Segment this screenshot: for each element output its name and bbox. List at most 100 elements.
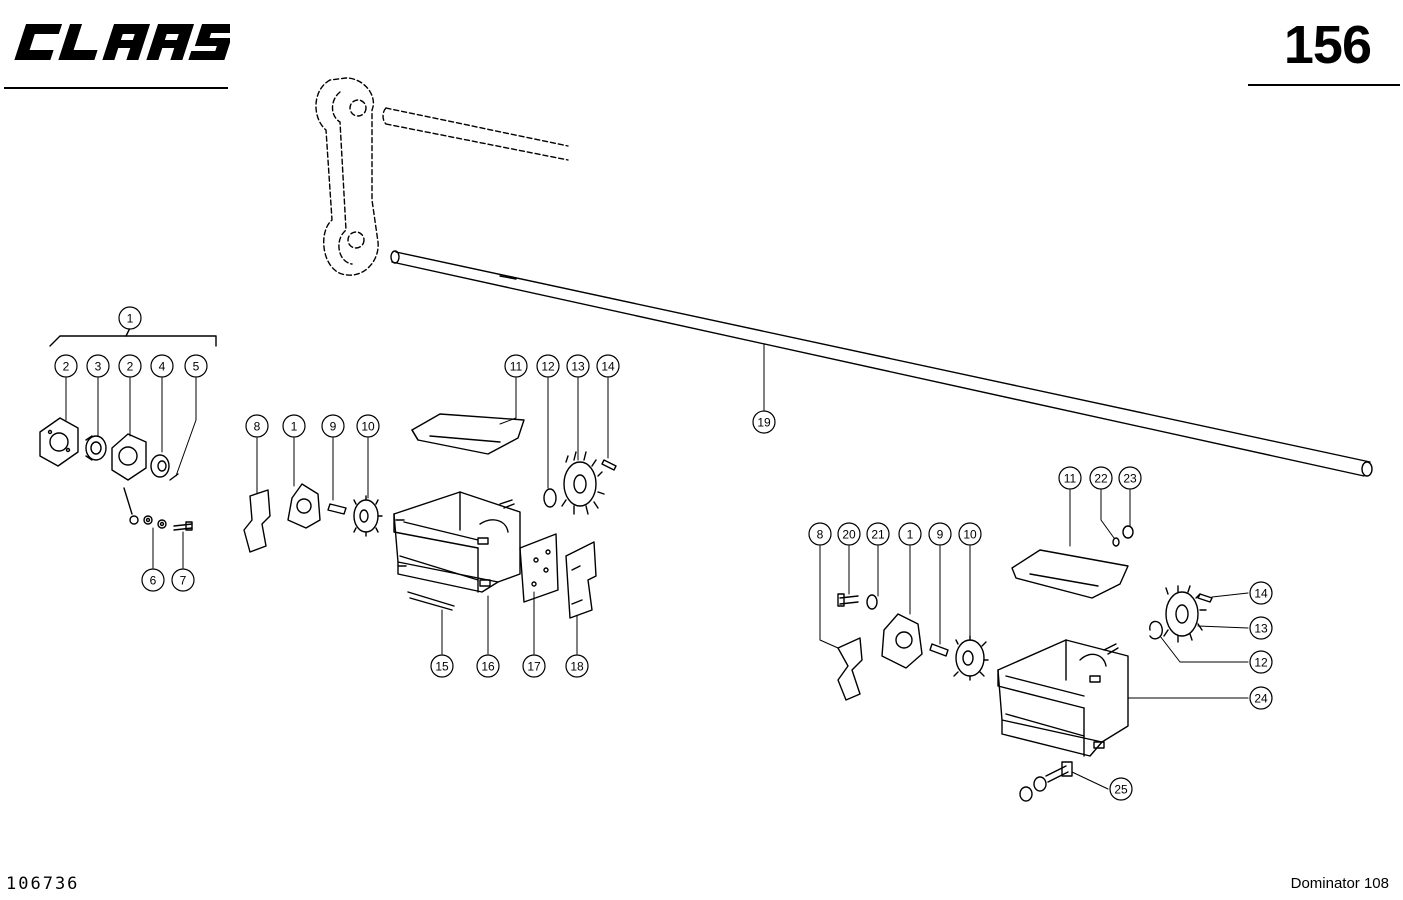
callout-label: 17	[527, 660, 541, 674]
callout-circle	[476, 654, 500, 678]
callout-label: 4	[159, 360, 166, 374]
bevel-gear-right	[1149, 585, 1213, 643]
cover-plate-right	[1011, 525, 1134, 599]
callout-label: 5	[193, 360, 200, 374]
callout-22: 22	[1089, 466, 1113, 490]
callout-label: 14	[1254, 587, 1268, 601]
callout-circle	[86, 354, 110, 378]
callout-14: 14	[596, 354, 620, 378]
callout-circle	[1089, 466, 1113, 490]
callout-circle	[54, 354, 78, 378]
callout-13: 13	[1249, 616, 1273, 640]
callout-label: 8	[817, 528, 824, 542]
callout-4: 4	[150, 354, 174, 378]
callout-label: 10	[361, 420, 375, 434]
callout-25: 25	[1109, 777, 1133, 801]
callout-8: 8	[808, 522, 832, 546]
callout-circle	[184, 354, 208, 378]
callout-16: 16	[476, 654, 500, 678]
callout-circle	[808, 522, 832, 546]
callout-circle	[928, 522, 952, 546]
callout-circle	[565, 654, 589, 678]
callout-label: 25	[1114, 783, 1128, 797]
callout-label: 1	[127, 312, 134, 326]
callout-circle	[522, 654, 546, 678]
callout-1: 1	[118, 306, 142, 330]
callout-label: 9	[937, 528, 944, 542]
callout-circle	[566, 354, 590, 378]
callout-label: 20	[842, 528, 856, 542]
callout-label: 1	[907, 528, 914, 542]
callout-circle	[356, 414, 380, 438]
callout-circle	[1249, 581, 1273, 605]
callout-circle	[1118, 466, 1142, 490]
callout-label: 23	[1123, 472, 1137, 486]
callout-label: 14	[601, 360, 615, 374]
callout-label: 6	[150, 574, 157, 588]
callout-label: 12	[541, 360, 555, 374]
callout-23: 23	[1118, 466, 1142, 490]
gasket-and-plates-left	[407, 533, 597, 619]
callout-6: 6	[141, 568, 165, 592]
callout-7: 7	[171, 568, 195, 592]
callout-10: 10	[356, 414, 380, 438]
callout-9: 9	[321, 414, 345, 438]
callout-circle	[866, 522, 890, 546]
callout-label: 12	[1254, 656, 1268, 670]
callout-label: 21	[871, 528, 885, 542]
callout-circle	[536, 354, 560, 378]
callout-circle	[118, 354, 142, 378]
callout-8: 8	[245, 414, 269, 438]
callout-14: 14	[1249, 581, 1273, 605]
callout-circle	[1249, 616, 1273, 640]
callout-circle	[150, 354, 174, 378]
callout-circle	[1249, 686, 1273, 710]
callout-9: 9	[928, 522, 952, 546]
frame-16-left	[393, 491, 521, 593]
callout-1: 1	[898, 522, 922, 546]
callout-label: 1	[291, 420, 298, 434]
callout-3: 3	[86, 354, 110, 378]
callout-11: 11	[1058, 466, 1082, 490]
shaft-19	[390, 250, 1373, 477]
callout-18: 18	[565, 654, 589, 678]
callout-circle	[282, 414, 306, 438]
bevel-gear-left	[543, 451, 617, 515]
callout-17: 17	[522, 654, 546, 678]
bearing-assembly-left	[39, 327, 217, 531]
callout-circle	[837, 522, 861, 546]
callout-circle	[118, 306, 142, 330]
gear-assembly-right	[837, 593, 989, 701]
callout-5: 5	[184, 354, 208, 378]
callout-label: 18	[570, 660, 584, 674]
frame-24-right	[997, 639, 1129, 757]
callout-21: 21	[866, 522, 890, 546]
callout-label: 15	[435, 660, 449, 674]
callout-label: 11	[1064, 472, 1077, 486]
callout-label: 13	[1254, 622, 1268, 636]
callout-label: 10	[963, 528, 977, 542]
callout-label: 9	[330, 420, 337, 434]
callout-19: 19	[752, 410, 776, 434]
callout-label: 8	[254, 420, 261, 434]
bolt-set-right	[1019, 761, 1073, 802]
callout-circle	[752, 410, 776, 434]
callout-2: 2	[118, 354, 142, 378]
callout-11: 11	[504, 354, 528, 378]
callout-circle	[245, 414, 269, 438]
callout-label: 22	[1094, 472, 1108, 486]
callout-15: 15	[430, 654, 454, 678]
callout-13: 13	[566, 354, 590, 378]
callout-circle	[1058, 466, 1082, 490]
callout-label: 2	[127, 360, 134, 374]
callout-2: 2	[54, 354, 78, 378]
drawing-number: 106736	[6, 874, 80, 894]
callout-circle	[1109, 777, 1133, 801]
callout-label: 19	[757, 416, 771, 430]
callout-24: 24	[1249, 686, 1273, 710]
callout-label: 2	[63, 360, 70, 374]
callout-12: 12	[1249, 650, 1273, 674]
callout-label: 16	[481, 660, 495, 674]
